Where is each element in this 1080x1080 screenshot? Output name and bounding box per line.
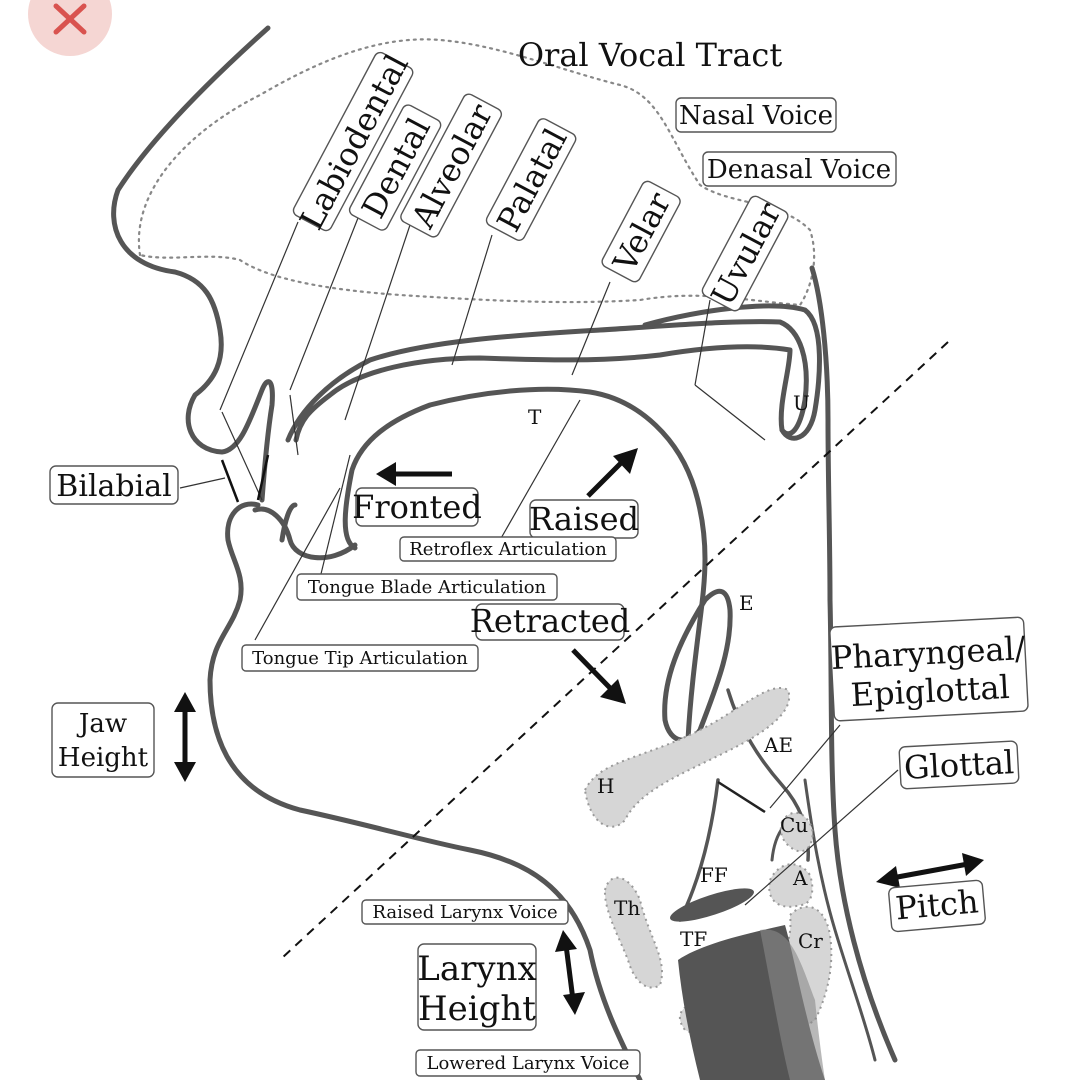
velar-label: Velar	[601, 180, 681, 283]
jaw-height-label: Jaw Height	[51, 702, 155, 778]
svg-text:Lowered Larynx Voice: Lowered Larynx Voice	[427, 1053, 630, 1074]
tf-label: TF	[680, 927, 707, 951]
h-label: H	[597, 774, 614, 798]
leader-lines	[179, 217, 899, 906]
svg-text:Retroflex Articulation: Retroflex Articulation	[409, 539, 607, 560]
nasal-cavity-outline	[137, 38, 816, 307]
bilabial-label: Bilabial	[49, 465, 179, 505]
tongue	[342, 386, 708, 743]
raised-larynx-voice-label: Raised Larynx Voice	[361, 899, 569, 925]
u-label: U	[793, 391, 810, 415]
svg-text:Tongue Blade Articulation: Tongue Blade Articulation	[308, 577, 547, 598]
bilabial-marker-1	[220, 459, 240, 503]
svg-text:Raised: Raised	[529, 500, 639, 538]
pharyngeal-epiglottal-label: Pharyngeal/ Epiglottal	[829, 616, 1029, 722]
svg-text:Height: Height	[418, 989, 536, 1029]
lowered-larynx-voice-label: Lowered Larynx Voice	[415, 1049, 641, 1077]
pitch-label: Pitch	[888, 879, 986, 933]
uvula	[642, 303, 822, 441]
pharynx-back-wall-inner	[803, 778, 877, 1062]
thyroid	[603, 876, 663, 989]
arytenoid	[768, 863, 814, 908]
svg-text:Pitch: Pitch	[894, 882, 980, 927]
a-label: A	[792, 866, 808, 890]
svg-text:Fronted: Fronted	[352, 488, 482, 526]
face-profile	[111, 25, 275, 503]
aryepiglottic-fold-line	[717, 780, 766, 814]
svg-text:Nasal Voice: Nasal Voice	[679, 101, 833, 131]
ae-label: AE	[763, 733, 793, 757]
retroflex-label: Retroflex Articulation	[399, 536, 617, 562]
cuneiform	[779, 812, 814, 853]
t-label: T	[528, 405, 542, 429]
fronted-label: Fronted	[352, 487, 482, 527]
glottal-label: Glottal	[898, 740, 1020, 790]
bilabial-marker-2	[256, 454, 270, 501]
lower-incisor-tip	[279, 502, 298, 543]
cu-label: Cu	[780, 813, 808, 837]
denasal-voice-label: Denasal Voice	[702, 151, 897, 187]
svg-text:Retracted: Retracted	[470, 602, 630, 640]
svg-text:Denasal Voice: Denasal Voice	[707, 155, 891, 185]
arrows	[174, 448, 984, 1015]
larynx-height-label: Larynx Height	[417, 943, 537, 1031]
hyoid	[583, 687, 791, 828]
tongue-tip-label: Tongue Tip Articulation	[241, 644, 479, 672]
th-label: Th	[614, 896, 640, 920]
close-button[interactable]	[28, 0, 112, 56]
svg-text:Epiglottal: Epiglottal	[850, 668, 1011, 714]
dashed-divider	[281, 341, 949, 959]
svg-text:Tongue Tip Articulation: Tongue Tip Articulation	[252, 648, 468, 669]
close-x-icon	[53, 3, 87, 35]
svg-text:Bilabial: Bilabial	[56, 469, 171, 504]
svg-text:Velar: Velar	[605, 185, 679, 278]
svg-text:Palatal: Palatal	[489, 122, 575, 238]
uvular-label: Uvular	[701, 195, 789, 312]
e-label: E	[739, 591, 754, 615]
cr-label: Cr	[798, 929, 823, 953]
ff-label: FF	[700, 863, 728, 887]
svg-text:Glottal: Glottal	[903, 743, 1015, 787]
svg-text:Height: Height	[58, 743, 149, 773]
trachea-shade	[760, 929, 825, 1080]
retracted-label: Retracted	[470, 602, 630, 641]
diagram-title: Oral Vocal Tract	[518, 36, 783, 74]
anatomy-letters: T U E AE H Cu FF A Th TF Cr	[528, 391, 823, 953]
svg-text:Larynx: Larynx	[417, 949, 536, 989]
lower-incisor	[252, 506, 358, 561]
pharynx-back-wall	[809, 265, 898, 1063]
tongue-blade-label: Tongue Blade Articulation	[296, 573, 558, 601]
epiglottis	[662, 588, 733, 743]
palatal-label: Palatal	[485, 118, 577, 241]
nasal-voice-label: Nasal Voice	[675, 97, 837, 133]
svg-text:Jaw: Jaw	[76, 709, 127, 739]
hard-soft-palate	[285, 319, 809, 443]
svg-text:Raised Larynx Voice: Raised Larynx Voice	[372, 902, 557, 923]
lower-lip-jaw	[207, 501, 643, 1080]
raised-label: Raised	[529, 499, 639, 539]
false-fold	[670, 888, 754, 922]
